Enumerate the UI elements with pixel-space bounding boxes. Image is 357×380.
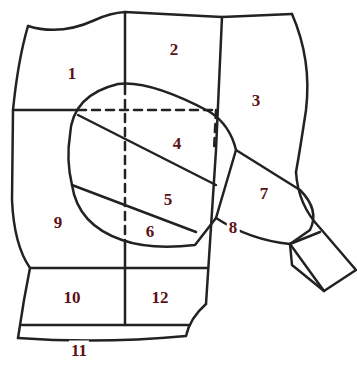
seam-line bbox=[22, 324, 188, 327]
left-edge bbox=[12, 26, 30, 338]
callout-number: 4 bbox=[171, 134, 184, 153]
callout-number: 9 bbox=[52, 213, 65, 232]
callout-number: 5 bbox=[162, 190, 175, 209]
overlay-outline bbox=[68, 84, 313, 247]
side-edge bbox=[292, 14, 307, 172]
seam-line bbox=[13, 109, 78, 112]
seam-line bbox=[216, 150, 236, 218]
seam-line bbox=[30, 267, 208, 270]
callout-number: 1 bbox=[66, 64, 79, 83]
callout-number: 3 bbox=[250, 91, 263, 110]
top-edge bbox=[28, 12, 292, 30]
seam-line bbox=[72, 185, 196, 232]
callout-number: 6 bbox=[144, 222, 157, 241]
callout-number: 8 bbox=[227, 218, 240, 237]
callout-number: 12 bbox=[150, 288, 171, 307]
callout-number: 10 bbox=[62, 288, 83, 307]
cuff-line bbox=[290, 244, 324, 291]
dashed-line bbox=[78, 86, 216, 245]
seam-line bbox=[124, 245, 127, 325]
seam-line bbox=[206, 17, 222, 304]
seam-line bbox=[124, 12, 127, 86]
sleeve-edge bbox=[216, 172, 356, 291]
seam-line bbox=[78, 115, 216, 185]
callout-number: 11 bbox=[69, 341, 89, 360]
callout-number: 2 bbox=[168, 40, 181, 59]
bottom-edge bbox=[18, 304, 206, 341]
callout-number: 7 bbox=[258, 184, 271, 203]
